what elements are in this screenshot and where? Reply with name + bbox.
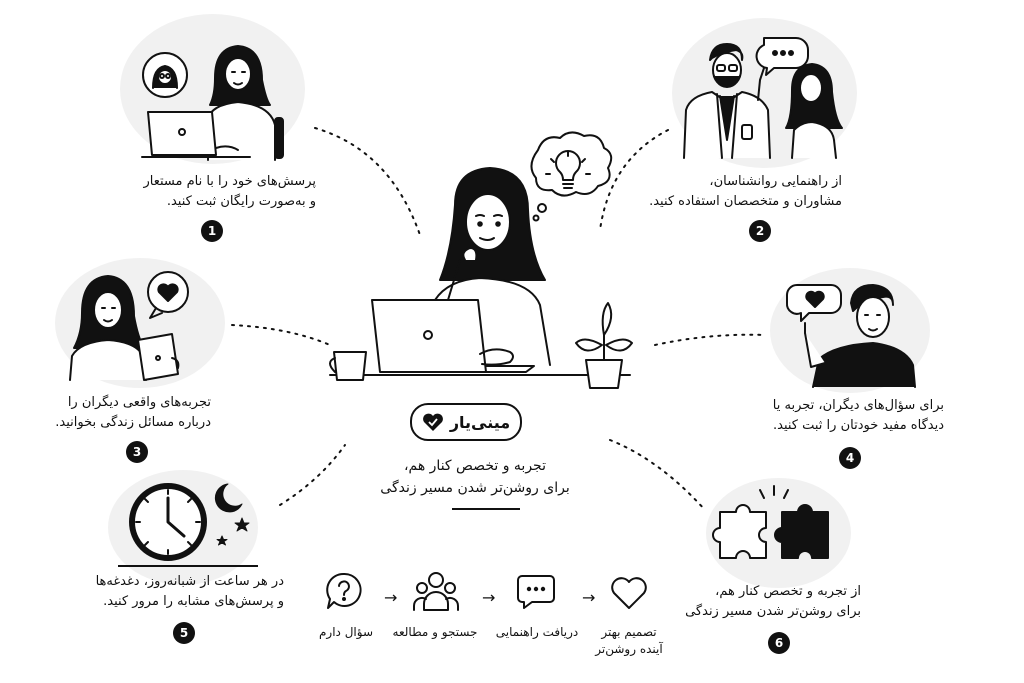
step6-number-badge: 6 [768, 632, 790, 654]
flow-arrow-3: → [582, 588, 596, 607]
tablet-icon [137, 333, 179, 381]
step4-illustration [785, 284, 916, 388]
people-group-icon [412, 572, 460, 611]
brand-heart-icon [422, 413, 443, 431]
step1-illustration [141, 45, 284, 161]
chat-bubble-icon [517, 575, 555, 609]
center-illustration [329, 131, 633, 389]
step5-number-badge: 5 [173, 622, 195, 644]
plant-icon [575, 302, 633, 389]
thought-bubble-icon [530, 131, 613, 197]
step4-text-line2: دیدگاه مفید خودتان را ثبت کنید. [773, 418, 944, 433]
connector-1 [314, 127, 421, 236]
flow-label-question: سؤال دارم [318, 625, 374, 639]
tagline-divider [452, 508, 520, 510]
step6-text-line1: از تجربه و تخصص کنار هم، [715, 584, 861, 599]
step2-number-badge: 2 [749, 220, 771, 242]
step2-text-line1: از راهنمایی روانشناسان، [709, 174, 842, 189]
laptop-icon [371, 299, 487, 373]
step1-number-badge: 1 [201, 220, 223, 242]
step5-text-line2: و پرسش‌های مشابه را مرور کنید. [103, 594, 284, 609]
connector-3 [231, 324, 331, 346]
moon-icon [214, 483, 243, 513]
center-tagline-line1: تجربه و تخصص کنار هم، [404, 458, 546, 474]
star-icon [234, 517, 250, 532]
step1-text-line2: و به‌صورت رایگان ثبت کنید. [166, 194, 316, 209]
brand-name: مینی‌یار [449, 412, 511, 432]
step4-text-line1: برای سؤال‌های دیگران، تجربه یا [772, 398, 944, 413]
step2-illustration [683, 37, 843, 159]
step5-baseline [118, 565, 258, 567]
step6-illustration [712, 485, 829, 559]
step3-illustration [69, 271, 189, 381]
flow-label-guidance: دریافت راهنمایی [495, 625, 579, 639]
flow-label-search: جستجو و مطالعه [392, 625, 478, 639]
flow-arrow-1: → [384, 588, 398, 607]
step5-text-line1: در هر ساعت از شبانه‌روز، دغدغه‌ها [95, 574, 284, 589]
step5-illustration [129, 483, 250, 561]
speech-bubble-icon [755, 37, 809, 76]
coffee-cup-icon [333, 351, 367, 381]
lightbulb-icon [545, 150, 591, 189]
flow-label-decision-line2: آینده روشن‌تر [595, 642, 663, 656]
center-tagline: تجربه و تخصص کنار هم، برای روشن‌تر شدن م… [360, 455, 590, 499]
flow-arrow-2: → [482, 588, 496, 607]
flow-label-decision-line1: تصمیم بهتر [601, 625, 657, 639]
connector-6 [609, 439, 706, 511]
connector-4 [654, 333, 766, 346]
step2-text-line2: مشاوران و متخصصان استفاده کنید. [649, 194, 842, 209]
heart-icon [611, 577, 647, 609]
puzzle-piece-black-icon [774, 504, 829, 559]
step6-text-line2: برای روشن‌تر شدن مسیر زندگی [685, 604, 861, 619]
flow-label-decision: تصمیم بهتر آینده روشن‌تر [588, 624, 670, 658]
puzzle-piece-white-icon [712, 504, 767, 559]
step1-text-line1: پرسش‌های خود را با نام مستعار [143, 174, 316, 189]
brand-logo-pill: مینی‌یار [410, 403, 522, 441]
step3-number-badge: 3 [126, 441, 148, 463]
step3-text-line1: تجربه‌های واقعی دیگران را [67, 395, 211, 410]
process-flow: سؤال دارم → جستجو و مطالعه → دریافت راهن… [319, 570, 670, 680]
step4-number-badge: 4 [839, 447, 861, 469]
question-icon [326, 572, 362, 609]
clock-icon [129, 483, 207, 561]
center-tagline-line2: برای روشن‌تر شدن مسیر زندگی [380, 480, 570, 496]
connector-5 [279, 444, 346, 506]
step3-text-line2: درباره مسائل زندگی بخوانید. [55, 415, 211, 430]
